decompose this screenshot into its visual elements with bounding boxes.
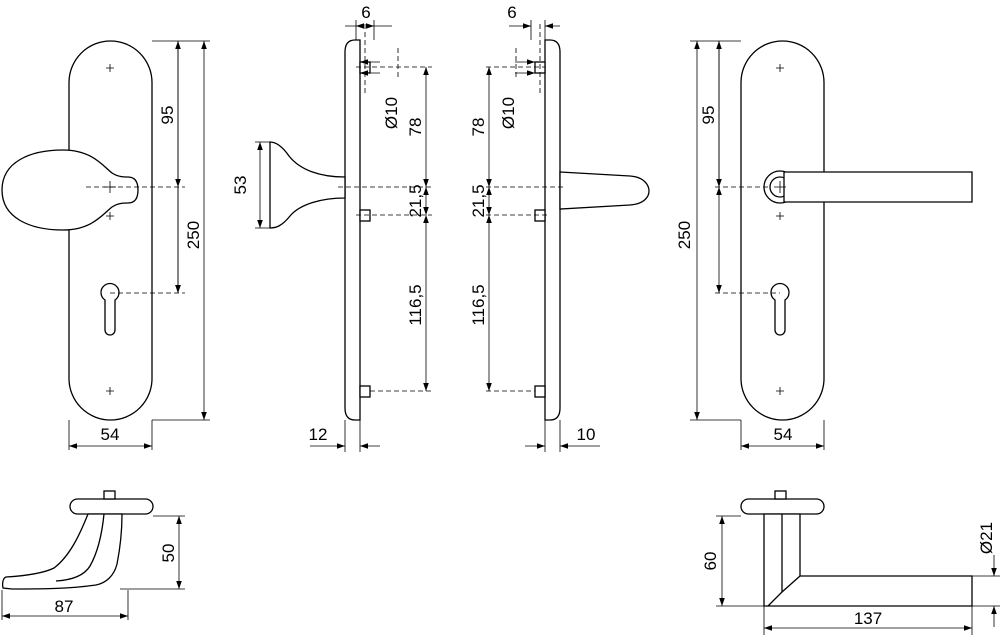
dim-height-left: 250 [184,221,203,249]
dim-knob-projection: 87 [55,597,74,616]
dim-plate-offset-left: 6 [361,3,370,22]
side-plate-right [544,39,561,421]
lever-top-body [763,513,973,607]
dim-hole-bottom-left: 116,5 [406,284,425,325]
keyhole-right [770,282,790,336]
dimension-lines-side-right [486,20,600,452]
front-view-knob: 95 250 54 [1,40,210,450]
knob-top-rose [69,498,154,515]
dim-thickness-left: 12 [309,425,328,444]
dim-height-right: 250 [675,221,694,249]
screws-side-left [359,61,371,398]
knob-top-body [1,513,123,590]
dim-rose-dia: Ø21 [977,522,996,554]
dim-lever-top-height: 60 [701,552,720,571]
dimension-lines-side-left [255,20,429,452]
dimension-lines-right [690,40,825,450]
dimension-lines-knob-top [1,515,185,620]
dim-knob-top-height: 50 [159,544,178,563]
screw-marks-right [776,64,784,395]
dim-hole-bottom-right: 116,5 [469,284,488,325]
lever-front [783,171,973,203]
dim-hole-dia-left: Ø10 [382,97,401,129]
backplate-left [68,40,153,421]
lever-top-spindle [774,490,787,500]
dimension-lines-left [68,40,210,450]
center-lines-right [715,186,780,294]
knob-top-spindle [103,490,116,500]
center-lines-left [86,186,185,294]
dim-knob-height: 53 [231,176,250,195]
top-view-knob: 50 87 [1,490,185,620]
lever-top-rose [740,498,825,515]
knob-front [1,149,139,231]
knob-side [269,141,346,229]
dimension-lines-lever-top [716,515,1000,635]
dim-width-left: 54 [101,425,120,444]
lever-side [559,171,650,210]
side-view-left: 6 Ø10 78 21,5 116,5 53 12 [231,3,432,452]
dim-spacing-top-left: 95 [158,106,177,125]
center-lines-side-right [486,24,565,392]
dim-lever-length: 137 [854,609,882,628]
knob-top-edge [55,513,105,582]
top-view-lever: 60 137 Ø21 [701,490,1000,635]
dim-center-hole-right: 21,5 [469,184,488,217]
side-view-right: 6 Ø10 78 21,5 116,5 10 [469,3,650,452]
side-plate-left [344,39,361,421]
dim-hole-dia-right: Ø10 [499,97,518,129]
front-view-lever: 95 250 54 [675,40,973,450]
dim-top-center-left: 78 [406,118,425,137]
keyhole-left [100,282,120,336]
screws-side-right [534,61,546,398]
dim-spacing-top-right: 95 [699,106,718,125]
dim-center-hole-left: 21,5 [406,184,425,217]
dim-plate-offset-right: 6 [507,3,516,22]
dim-thickness-right: 10 [577,425,596,444]
dim-width-right: 54 [774,425,793,444]
dim-top-center-right: 78 [469,118,488,137]
backplate-right [740,40,825,421]
